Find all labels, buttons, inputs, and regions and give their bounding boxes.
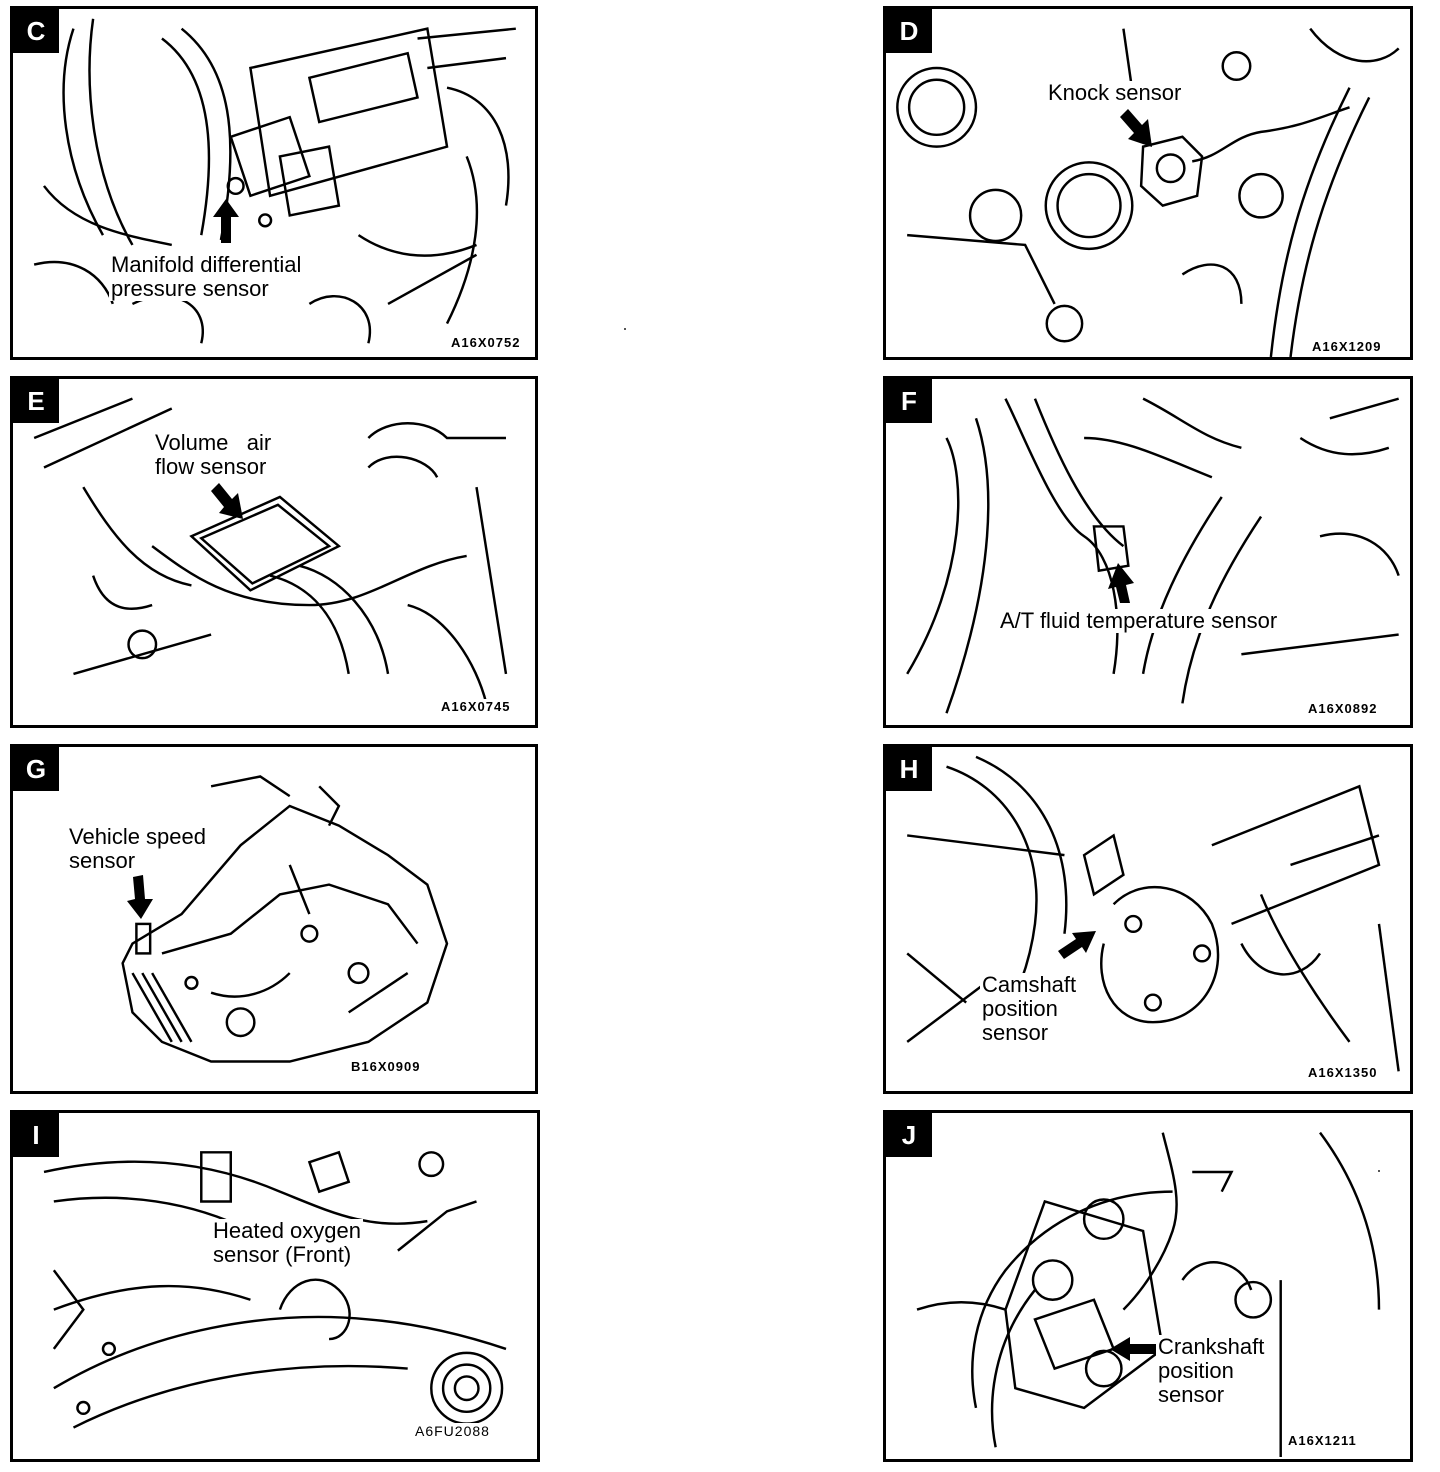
label-line-1: Crankshaft — [1158, 1334, 1265, 1359]
figure-code: B16X0909 — [349, 1059, 423, 1074]
sensor-label: Camshaft position sensor — [980, 972, 1079, 1045]
engine-illustration-f — [906, 397, 1400, 714]
label-line-2: position — [1158, 1358, 1234, 1383]
transmission-illustration-g — [121, 775, 449, 1063]
engine-illustration-j — [916, 1131, 1381, 1458]
label-line-2: flow sensor — [155, 454, 267, 479]
panel-letter: F — [886, 379, 932, 423]
label-line-1: A/T fluid temperature sensor — [1000, 608, 1278, 633]
sensor-label: Crankshaft position sensor — [1156, 1334, 1267, 1407]
panel-letter: H — [886, 747, 932, 791]
figure-code: A16X0745 — [439, 699, 513, 714]
speck — [1378, 1170, 1380, 1172]
pointer-arrow — [1058, 931, 1096, 959]
panel-letter: J — [886, 1113, 932, 1157]
panel-e: E Volume air flow sensor A16X0745 — [10, 376, 538, 728]
figure-code: A16X1209 — [1310, 339, 1384, 354]
pointer-arrow — [1110, 1337, 1156, 1361]
sensor-label: Heated oxygen sensor (Front) — [211, 1219, 363, 1267]
label-line-1: Vehicle speed — [69, 824, 206, 849]
pointer-arrow — [1108, 563, 1134, 603]
figure-code: A16X1211 — [1286, 1433, 1359, 1448]
engine-illustration-d — [896, 27, 1400, 357]
label-line-1: Manifold differential — [111, 252, 302, 277]
sensor-label: Volume air flow sensor — [153, 430, 274, 479]
sensor-label: A/T fluid temperature sensor — [998, 608, 1280, 633]
pointer-arrow — [1120, 109, 1152, 147]
label-line-2: sensor (Front) — [213, 1242, 352, 1267]
panel-h: H Camshaft position sensor A16X1350 — [883, 744, 1413, 1094]
label-line-1: Knock sensor — [1048, 80, 1182, 105]
panel-letter: C — [13, 9, 59, 53]
label-line-3: sensor — [982, 1020, 1049, 1045]
sensor-label: Manifold differential pressure sensor — [109, 252, 304, 301]
label-line-2: pressure sensor — [111, 276, 269, 301]
engine-illustration-e — [33, 397, 508, 704]
figure-code: A6FU2088 — [413, 1423, 492, 1439]
pointer-arrow — [127, 875, 153, 919]
engine-illustration-c — [33, 18, 516, 344]
sensor-label: Knock sensor — [1046, 80, 1184, 105]
label-line-2: sensor — [69, 848, 136, 873]
figure-code: A16X1350 — [1306, 1065, 1380, 1080]
label-line-1: Volume air — [155, 430, 272, 455]
panel-d: D Knock sensor A16X1209 — [883, 6, 1413, 360]
pointer-arrow — [213, 199, 239, 243]
figure-code: A16X0892 — [1306, 701, 1380, 716]
label-line-1: Heated oxygen — [213, 1218, 361, 1243]
label-line-1: Camshaft — [982, 972, 1077, 997]
exhaust-illustration-i — [43, 1150, 507, 1429]
panel-c: C Manifold differential pressure sensor … — [10, 6, 538, 360]
panel-g: G Vehicle speed sensor B16X0909 — [10, 744, 538, 1094]
pointer-arrow — [211, 483, 243, 519]
panel-letter: E — [13, 379, 59, 423]
panel-letter: G — [13, 747, 59, 791]
panel-letter: D — [886, 9, 932, 53]
panel-j: J Crankshaft position sensor A16X1211 — [883, 1110, 1413, 1462]
engine-illustration-h — [906, 755, 1400, 1072]
panel-f: F A/T fluid temperature sensor A16X0892 — [883, 376, 1413, 728]
label-line-2: position — [982, 996, 1058, 1021]
sensor-label: Vehicle speed sensor — [67, 825, 208, 873]
panel-letter: I — [13, 1113, 59, 1157]
label-line-3: sensor — [1158, 1382, 1225, 1407]
figure-code: A16X0752 — [449, 335, 523, 350]
speck — [624, 328, 626, 330]
panel-i: I Heated oxygen sensor (Front) A6FU2088 — [10, 1110, 540, 1462]
